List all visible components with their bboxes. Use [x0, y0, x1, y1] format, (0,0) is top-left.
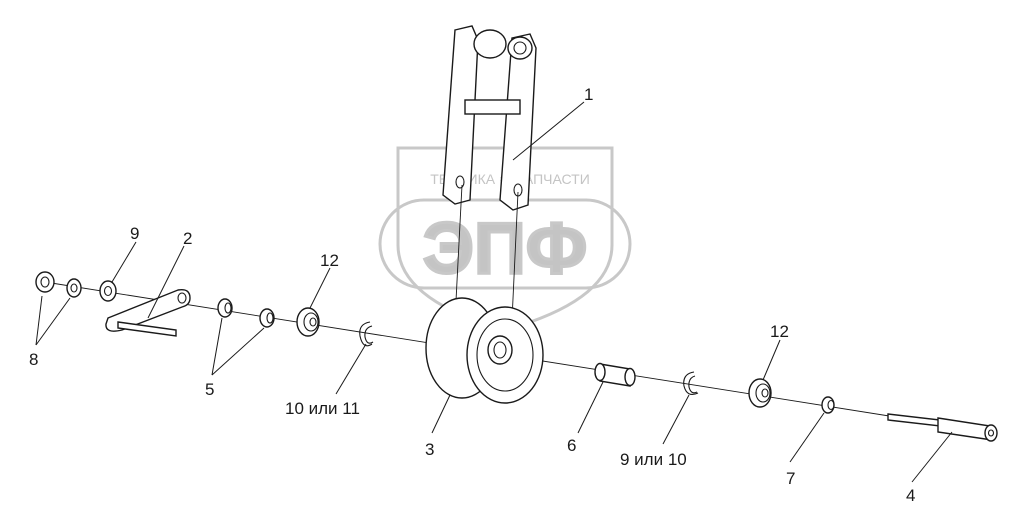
callout-1: 1 [584, 85, 593, 104]
callout-7: 7 [786, 469, 795, 488]
pulley [425, 297, 544, 404]
callout-10-or-11: 10 или 11 [285, 399, 360, 418]
callout-8: 8 [29, 350, 38, 369]
spacer-sleeve [594, 362, 636, 387]
snap-ring-10-11 [359, 321, 374, 347]
callout-12-right: 12 [770, 322, 789, 341]
watermark-logo-text: ЭПФ [423, 209, 587, 289]
callout-9-or-10: 9 или 10 [620, 450, 687, 469]
callout-5: 5 [205, 380, 214, 399]
bushings-5 [217, 298, 275, 328]
callout-6: 6 [567, 436, 576, 455]
bushing-7 [821, 396, 835, 414]
callout-3: 3 [425, 440, 434, 459]
callout-labels: 1 2 3 4 5 6 7 8 9 10 или 11 12 12 9 или … [29, 85, 915, 505]
watermark: ТЕХНИКА ⚙ ЗАПЧАСТИ ЭПФ [378, 146, 632, 332]
nut-and-washer [35, 271, 82, 298]
leader-lines [35, 101, 953, 483]
snap-ring-9-10 [683, 371, 699, 395]
callout-4: 4 [906, 486, 915, 505]
callout-12-left: 12 [320, 251, 339, 270]
bearing-12-right [748, 378, 772, 408]
tensioner-arm [442, 25, 537, 321]
washer-9 [99, 280, 117, 302]
callout-9: 9 [130, 224, 139, 243]
bracket [105, 288, 191, 337]
callout-2: 2 [183, 229, 192, 248]
bearing-12-left [296, 307, 320, 337]
axle-pin [887, 413, 998, 442]
